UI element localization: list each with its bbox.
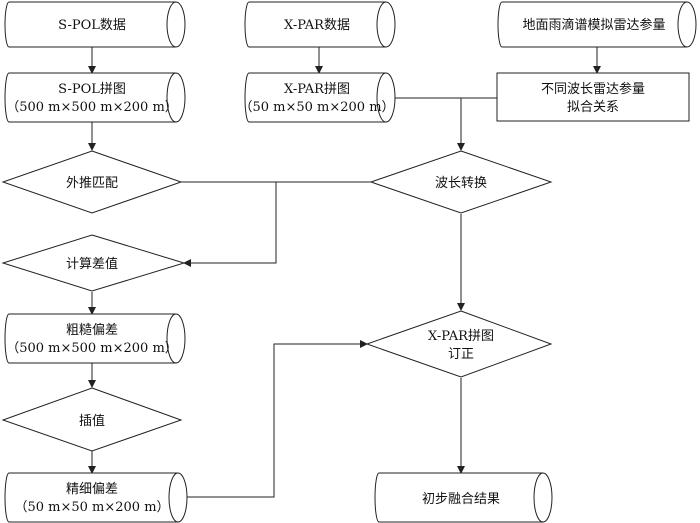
ground-data-node-rim [677,1,688,48]
fit-relation-line1: 不同波长雷达参量 [541,81,645,97]
ground-data-label: 地面雨滴谱模拟雷达参量 [522,17,665,33]
fine-bias-node-rim [168,472,179,523]
compute-diff-label: 计算差值 [66,256,118,272]
xpar-data-node-rim [376,1,387,48]
interpolate-node [1,387,183,452]
rough-bias-resolution: （500 m×500 m×200 m） [6,341,178,356]
wavelength-node [369,150,553,214]
rough-bias-node-rim [166,313,177,364]
xpar-mosaic-title: X-PAR拼图 [284,82,350,97]
node-labels: S-POL数据 X-PAR数据 地面雨滴谱模拟雷达参量 S-POL拼图 （500… [6,17,665,515]
edge-fine-to-correct [187,340,368,498]
fine-bias-title: 精细偏差 [66,482,118,497]
rough-bias-title: 粗糙偏差 [66,323,118,338]
result-node-rim [533,472,544,523]
edge-extrapolate-wavelength-to-diff [181,181,371,263]
fit-relation-node [496,72,690,122]
xpar-data-label: X-PAR数据 [284,18,350,33]
connectors [88,47,601,498]
spol-mosaic-resolution: （500 m×500 m×200 m） [6,100,178,115]
spol-data-node-rim [166,1,177,48]
compute-diff-node [1,234,186,292]
spol-data-label: S-POL数据 [58,18,126,33]
edge-xpar-fit-to-wavelength [395,97,497,150]
extrapolate-node [1,150,183,214]
correct-subtitle: 订正 [448,347,474,362]
fit-relation-line2: 拟合关系 [567,100,619,115]
xpar-mosaic-node-rim [376,72,387,123]
fine-bias-resolution: （50 m×50 m×200 m） [14,500,169,515]
interpolate-label: 插值 [79,413,105,429]
spol-mosaic-title: S-POL拼图 [58,82,126,97]
extrapolate-label: 外推匹配 [66,176,118,191]
wavelength-label: 波长转换 [435,176,487,191]
spol-mosaic-node-rim [166,72,177,123]
result-label: 初步融合结果 [422,492,500,507]
correct-title: X-PAR拼图 [428,329,494,344]
xpar-mosaic-resolution: （50 m×50 m×200 m） [239,100,394,115]
correct-node [365,310,553,378]
